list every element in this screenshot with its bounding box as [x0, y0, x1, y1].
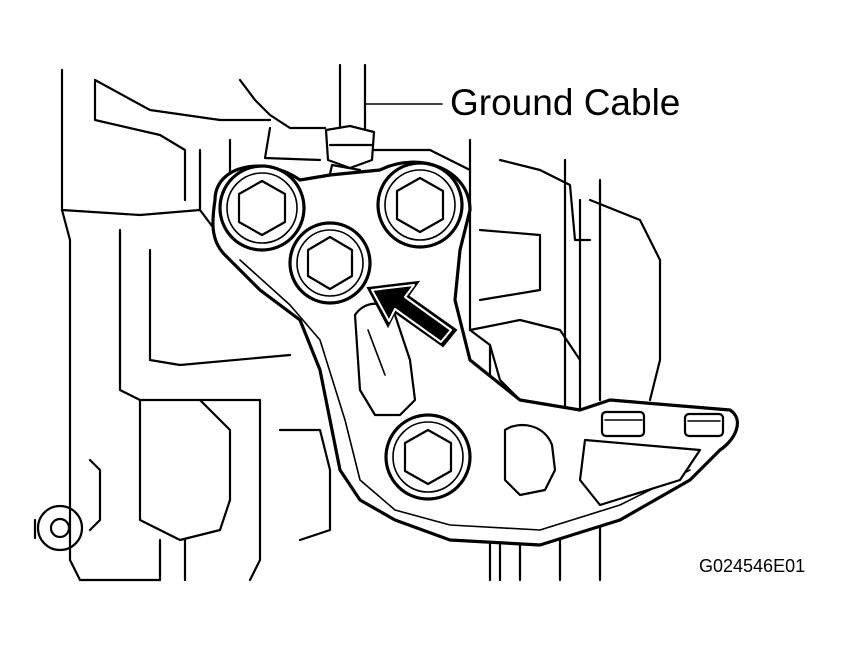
bolt-center-ground	[288, 221, 372, 305]
ground-cable-label: Ground Cable	[450, 82, 681, 123]
bolt-upper-left	[218, 164, 306, 252]
pointer-arrow	[366, 280, 458, 348]
engine-housing-outline	[60, 68, 662, 582]
bolt-lower	[384, 413, 472, 501]
bolt-upper-right	[376, 161, 464, 249]
side-fitting	[33, 504, 84, 552]
figure-code: G024546E01	[699, 556, 806, 576]
